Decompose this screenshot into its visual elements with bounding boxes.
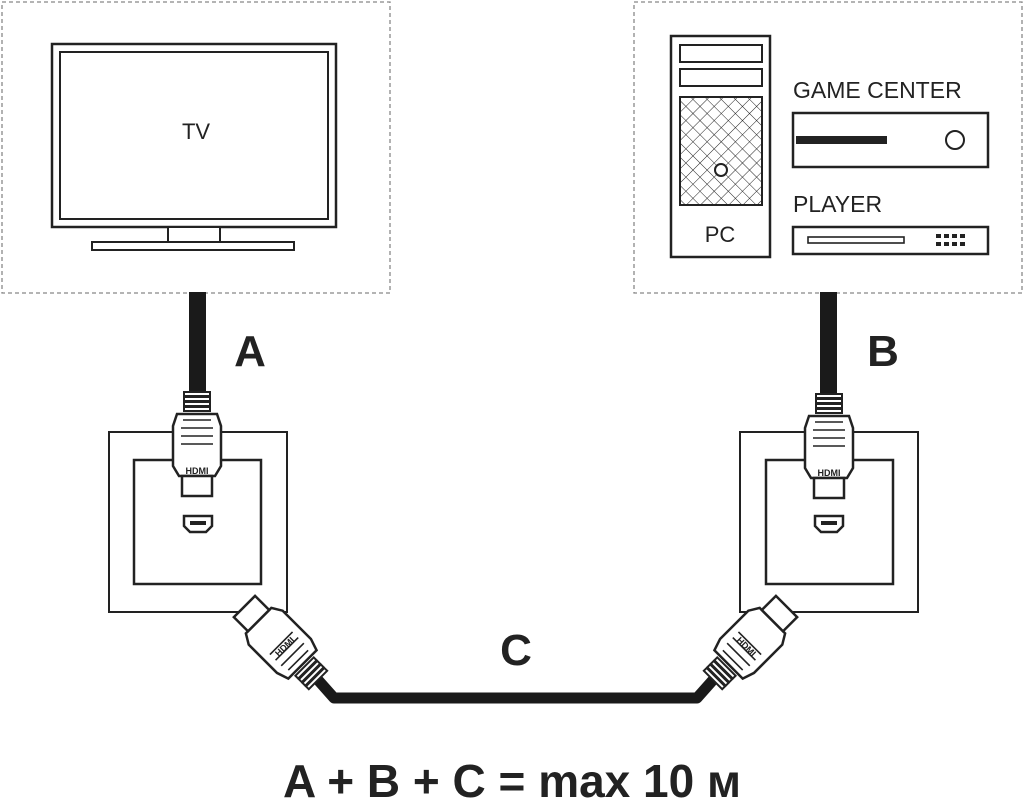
length-formula: A + B + C = max 10 м [283,755,741,803]
cable-c [313,676,718,704]
tv-zone-border [1,1,391,294]
left-top-hdmi-plug: HDMI [171,390,223,498]
devices-zone-border [633,1,1023,294]
right-top-plug-label: HDMI [818,468,841,478]
cable-b [820,292,837,394]
right-bottom-hdmi-plug: HDMI [694,588,805,699]
left-top-plug-label: HDMI [186,466,209,476]
player-label: PLAYER [793,191,882,217]
tv-icon [50,42,338,251]
cable-a-label: A [234,327,266,376]
media-player-icon [791,225,990,256]
pc-label: PC [705,222,736,247]
game-center-label: GAME CENTER [793,77,962,103]
tv-label: TV [182,119,210,144]
left-bottom-hdmi-plug: HDMI [226,588,337,699]
right-top-hdmi-plug: HDMI [803,392,855,500]
pc-tower-icon [669,34,772,259]
cable-b-label: B [867,327,899,376]
cable-a [189,292,206,392]
game-console-icon [791,111,990,169]
cable-c-label: C [500,626,532,675]
